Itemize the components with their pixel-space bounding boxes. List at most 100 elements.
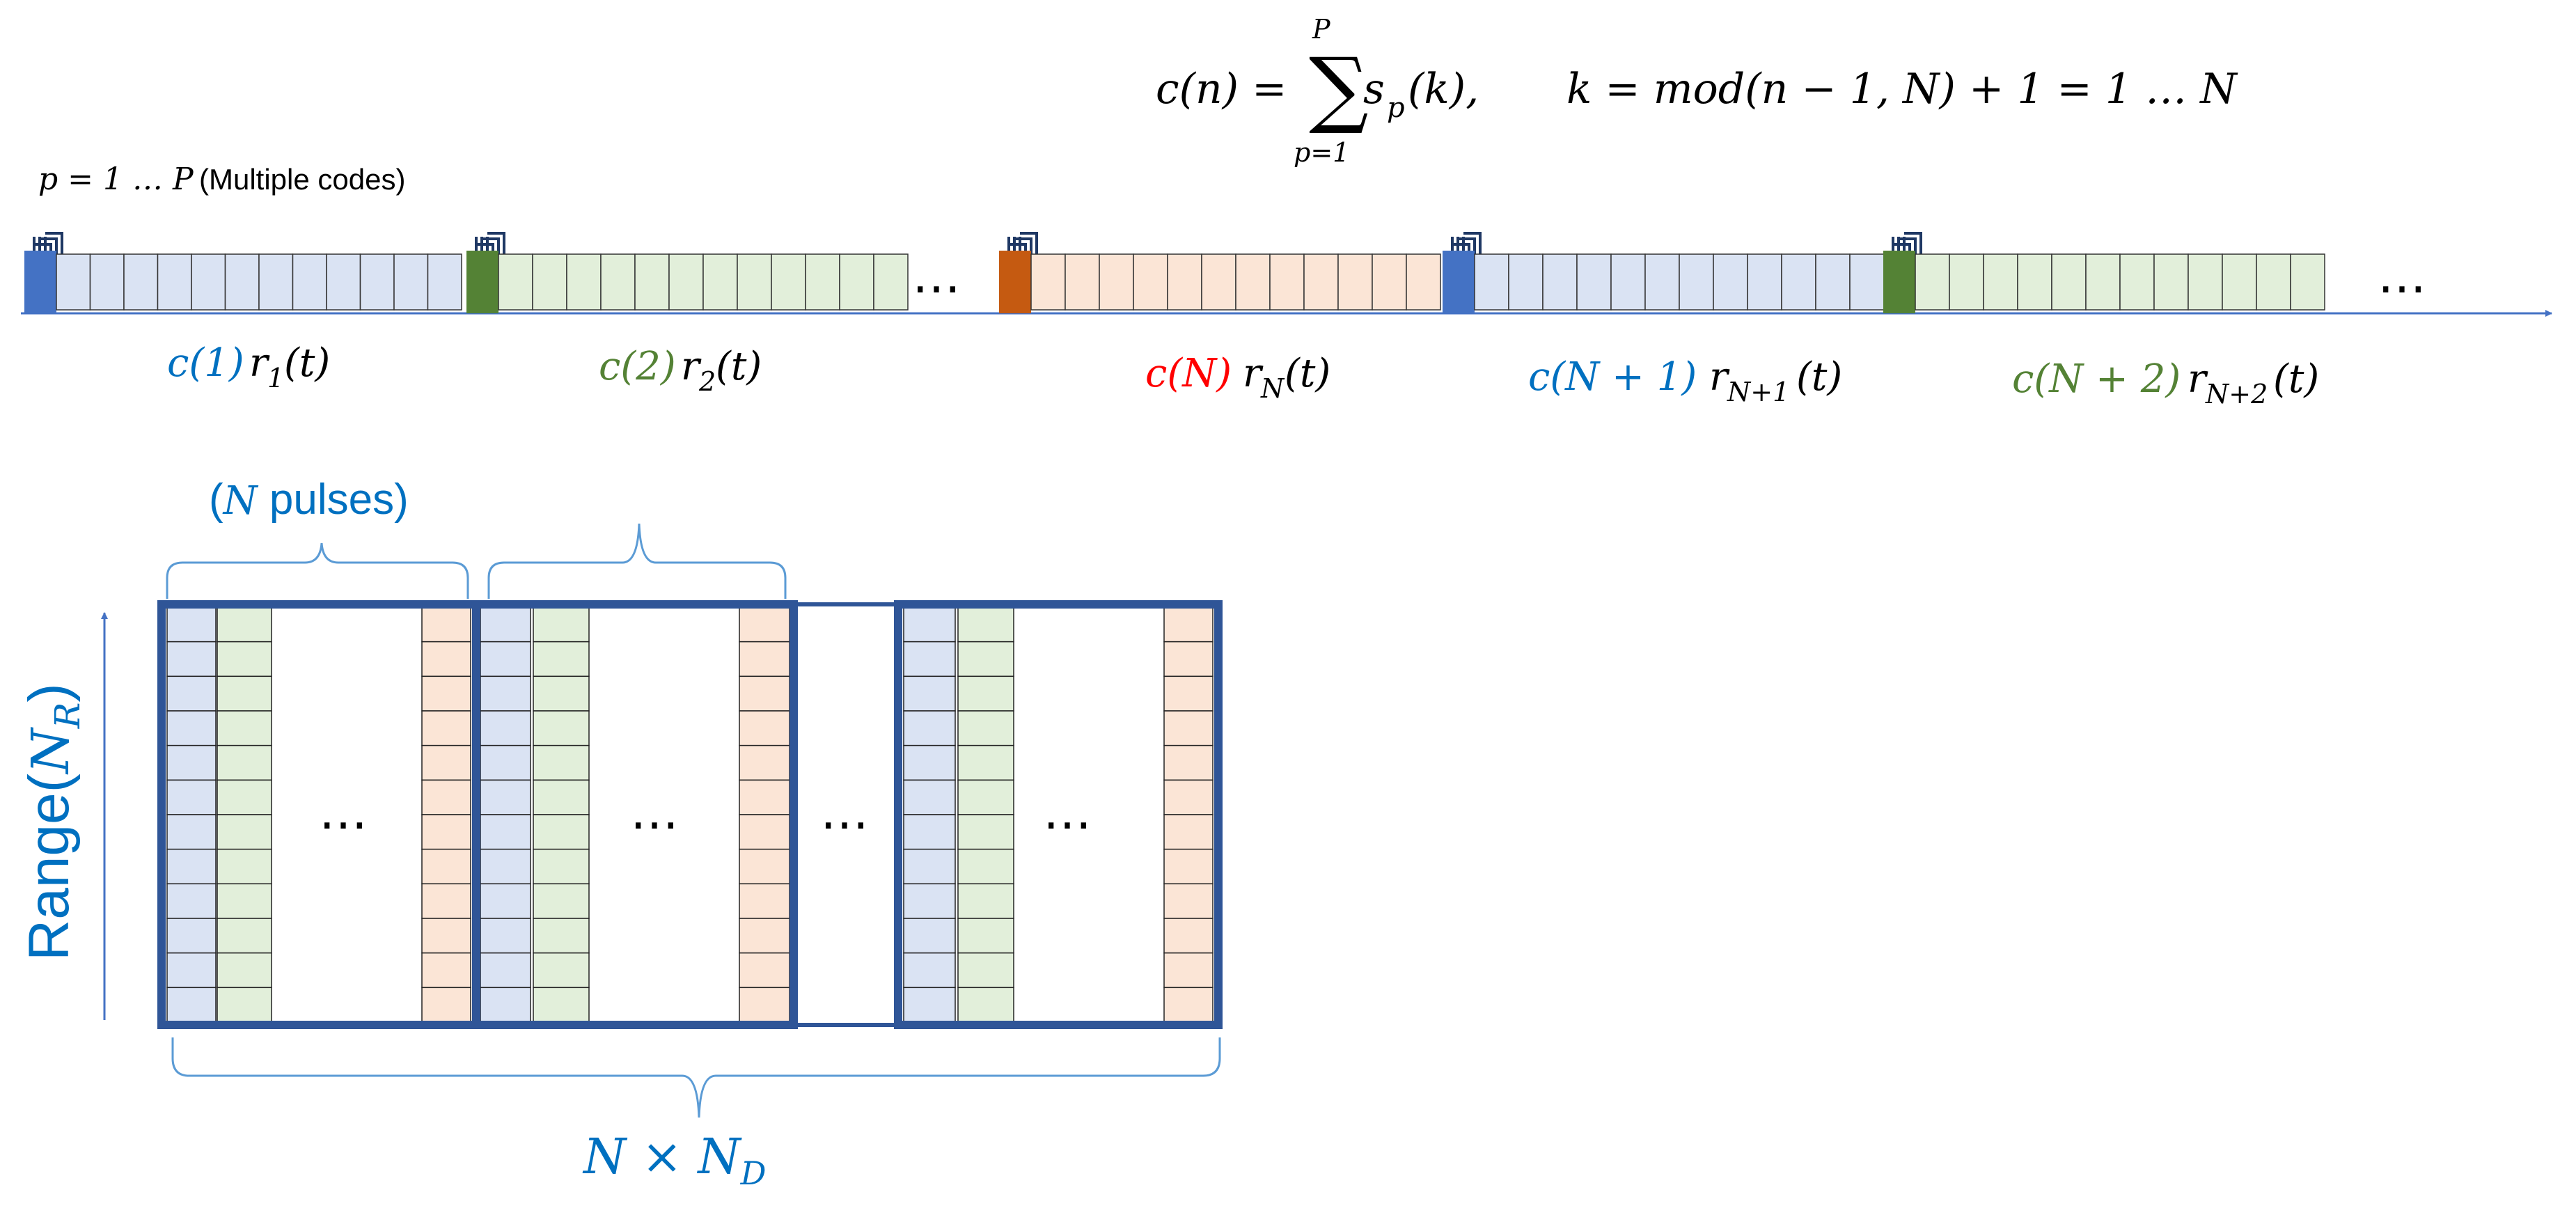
pulse-return-arg-n2: (t) xyxy=(2273,356,2319,402)
matrix-cell xyxy=(1163,848,1214,885)
matrix-cell xyxy=(533,779,590,815)
matrix-cell xyxy=(480,779,531,815)
matrix-cell xyxy=(166,848,217,885)
matrix-cell xyxy=(1163,710,1214,746)
matrix-cell xyxy=(480,918,531,954)
return-cell xyxy=(771,253,806,311)
formula-sum-symbol: ∑ xyxy=(1309,40,1369,137)
matrix-cell xyxy=(217,744,272,781)
matrix-column-1 xyxy=(480,606,531,1023)
matrix-cell xyxy=(533,918,590,954)
matrix-cell xyxy=(957,710,1014,746)
pulse-return-n1: r xyxy=(1709,354,1730,400)
matrix-block-1: … xyxy=(166,606,471,1023)
matrix-ellipsis: … xyxy=(1043,783,1092,840)
matrix-column-1 xyxy=(903,606,956,1023)
matrix-cell xyxy=(957,814,1014,850)
matrix-cell xyxy=(480,987,531,1023)
code-block xyxy=(1883,251,1915,313)
matrix-cell xyxy=(421,641,471,677)
formula-sum-upper: P xyxy=(1312,14,1331,45)
n-pulses-rest: pulses) xyxy=(258,476,409,524)
matrix-cell xyxy=(217,848,272,885)
n-pulses-open: ( xyxy=(209,476,223,524)
timeline-ellipsis-1: … xyxy=(912,247,961,304)
return-cell xyxy=(56,253,91,311)
matrix-cell xyxy=(217,814,272,850)
matrix-cell xyxy=(957,606,1014,643)
pulse-return-2: r xyxy=(681,344,702,389)
matrix-cell xyxy=(739,848,790,885)
pulse-code-1: c(1) xyxy=(167,340,244,386)
pulse-n xyxy=(999,232,1441,313)
pulse-label-1: c(1) r 1 (t) xyxy=(167,340,330,393)
return-cell xyxy=(258,253,294,311)
return-cell xyxy=(1679,253,1714,311)
matrix-cell xyxy=(1163,779,1214,815)
matrix-cell xyxy=(217,918,272,954)
matrix-cell xyxy=(480,641,531,677)
return-cell xyxy=(1815,253,1851,311)
return-cell xyxy=(532,253,567,311)
pulse-2 xyxy=(466,232,909,313)
return-cell xyxy=(1747,253,1782,311)
return-cell xyxy=(2256,253,2291,311)
matrix-cell xyxy=(480,952,531,989)
matrix-cell xyxy=(166,779,217,815)
return-cell xyxy=(1235,253,1271,311)
pulse-return-sub-n1: N+1 xyxy=(1727,377,1789,407)
return-cell xyxy=(1337,253,1373,311)
matrix-cell xyxy=(217,710,272,746)
matrix-cell xyxy=(739,675,790,712)
pulse-return-sub-n: N xyxy=(1260,373,1285,404)
matrix-cell xyxy=(739,606,790,643)
matrix-cell xyxy=(166,883,217,919)
matrix-cell xyxy=(217,641,272,677)
matrix-ellipsis: … xyxy=(630,783,679,840)
timeline-ellipsis-2: … xyxy=(2378,247,2426,304)
pulse-return-arg-n: (t) xyxy=(1285,351,1330,396)
matrix-cell xyxy=(903,952,956,989)
matrix-cell xyxy=(957,641,1014,677)
matrix-cell xyxy=(421,918,471,954)
matrix-cell xyxy=(903,744,956,781)
matrix-cell xyxy=(166,675,217,712)
bottom-label-main: N × N xyxy=(582,1128,742,1185)
matrix-cell xyxy=(533,883,590,919)
return-cell xyxy=(1983,253,2018,311)
matrix-cell xyxy=(957,987,1014,1023)
matrix-cell xyxy=(533,744,590,781)
matrix-cell xyxy=(217,606,272,643)
matrix-cell xyxy=(533,848,590,885)
matrix-cell xyxy=(903,883,956,919)
matrix-cell xyxy=(957,744,1014,781)
matrix-cell xyxy=(421,814,471,850)
pulse-train xyxy=(24,232,2325,313)
matrix-cell xyxy=(739,744,790,781)
return-cell xyxy=(191,253,226,311)
pulse-n2 xyxy=(1883,232,2325,313)
return-cell xyxy=(1167,253,1202,311)
matrix-cell xyxy=(166,641,217,677)
matrix-cell xyxy=(903,710,956,746)
return-cell xyxy=(2017,253,2052,311)
matrix-cell xyxy=(1163,641,1214,677)
pulse-code-n: c(N) xyxy=(1145,351,1232,396)
return-cell xyxy=(2051,253,2087,311)
matrix-cell xyxy=(166,918,217,954)
return-cell xyxy=(326,253,361,311)
formula-lhs: c(n) = xyxy=(1156,65,1287,113)
matrix-cell xyxy=(957,883,1014,919)
return-cell xyxy=(1303,253,1339,311)
matrix-cell xyxy=(421,710,471,746)
matrix-cell xyxy=(739,641,790,677)
pulse-label-2: c(2) r 2 (t) xyxy=(599,344,762,397)
return-cell xyxy=(702,253,738,311)
matrix-cell xyxy=(533,987,590,1023)
formula-summand-arg: (k), xyxy=(1408,65,1479,113)
return-cell xyxy=(157,253,192,311)
return-cell xyxy=(89,253,125,311)
formula-summand-sub: p xyxy=(1387,92,1405,124)
range-doppler-matrix: ………… xyxy=(157,600,1223,1029)
